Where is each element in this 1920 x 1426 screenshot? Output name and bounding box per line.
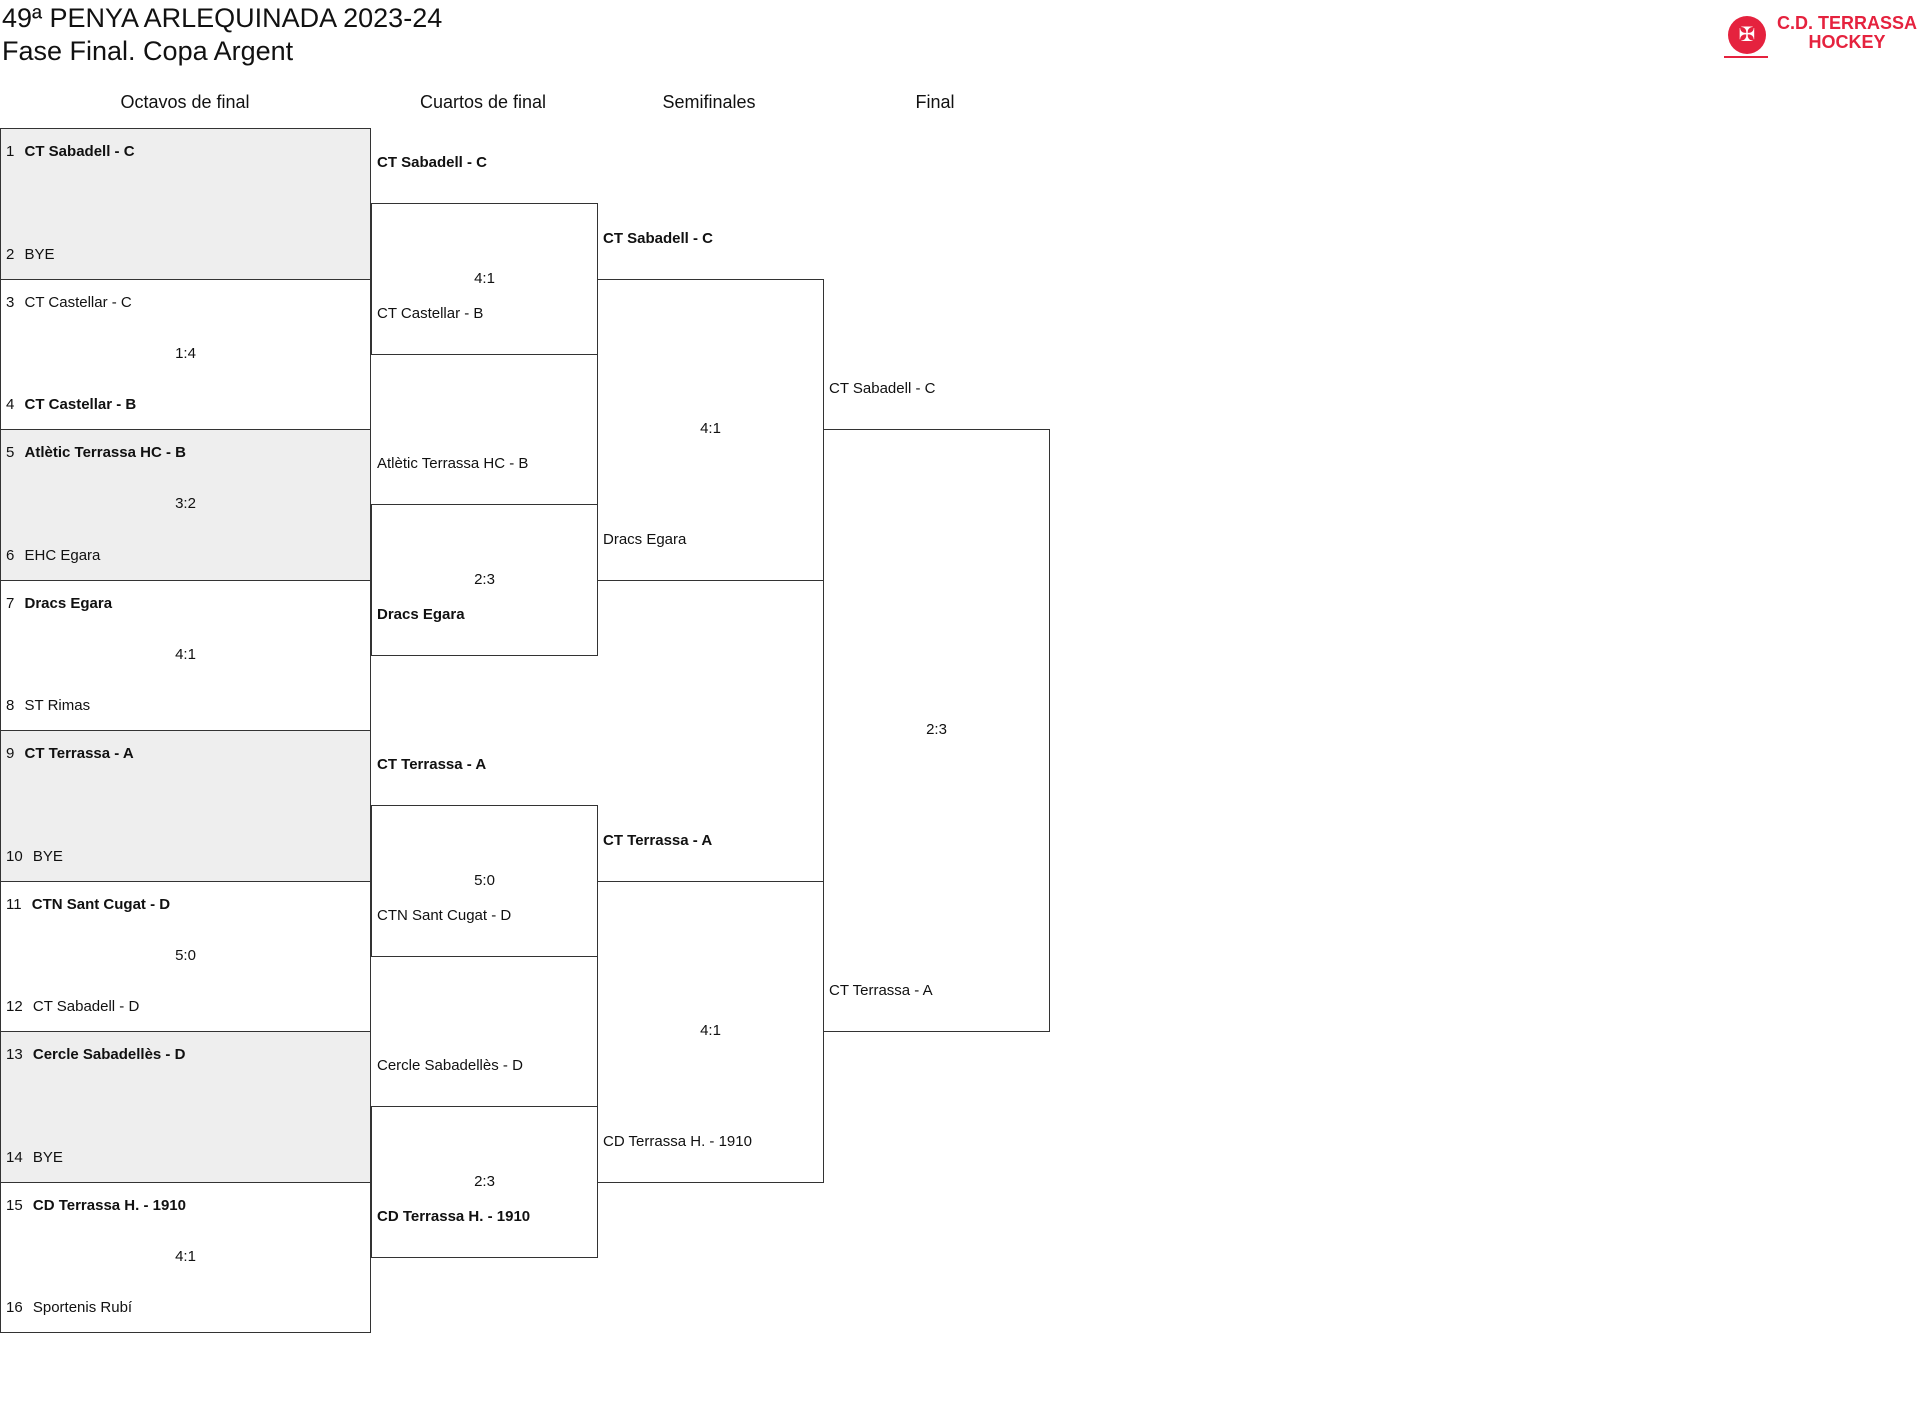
seed-number: 15 (6, 1196, 27, 1214)
sf-score: 4:1 (700, 420, 721, 437)
seed-number: 14 (6, 1148, 27, 1166)
seed-number: 5 (6, 444, 19, 461)
sf-team-top: CT Terrassa - A (603, 831, 713, 849)
qf-score: 2:3 (474, 1172, 495, 1190)
club-logo-line1: C.D. TERRASSA (1776, 13, 1917, 33)
team-name: CT Terrassa - A (24, 745, 134, 762)
final-score: 2:3 (926, 721, 947, 738)
qf-score: 4:1 (474, 269, 495, 287)
r16-team-top: 1 CT Sabadell - C (6, 142, 135, 162)
r16-score: 3:2 (175, 495, 196, 513)
r16-team-bottom: 6 EHC Egara (6, 546, 100, 566)
r16-team-bottom: 10 BYE (6, 847, 63, 867)
team-name: CT Sabadell - D (32, 998, 140, 1015)
club-logo-line2: HOCKEY (1808, 32, 1886, 52)
r16-score: 1:4 (175, 344, 196, 362)
r16-team-top: 3 CT Castellar - C (6, 293, 132, 313)
team-name: CT Sabadell - C (24, 143, 135, 160)
qf-team-bottom: Dracs Egara (377, 605, 465, 623)
r16-team-top: 11 CTN Sant Cugat - D (6, 895, 170, 915)
seed-number: 13 (6, 1046, 27, 1063)
team-name: BYE (24, 245, 55, 263)
r16-match-box (0, 429, 371, 581)
team-name: EHC Egara (24, 546, 101, 564)
qf-team-top: CT Sabadell - C (377, 154, 488, 172)
team-name: ST Rimas (24, 697, 91, 714)
round-header-final: Final (915, 92, 955, 112)
team-name: CD Terrassa H. - 1910 (32, 1196, 186, 1214)
seed-number: 4 (6, 396, 19, 413)
r16-score: 4:1 (175, 645, 196, 663)
page-title: 49ª PENYA ARLEQUINADA 2023-24 (2, 3, 443, 33)
sf-team-bottom: CD Terrassa H. - 1910 (603, 1132, 752, 1150)
qf-team-top: Cercle Sabadellès - D (377, 1057, 523, 1075)
r16-team-bottom: 2 BYE (6, 245, 55, 265)
qf-team-bottom: CD Terrassa H. - 1910 (377, 1207, 531, 1225)
r16-match-box (0, 1181, 371, 1333)
qf-team-top: CT Terrassa - A (377, 756, 487, 774)
final-team-bottom: CT Terrassa - A (829, 982, 933, 999)
r16-match-box (0, 128, 371, 280)
r16-team-top: 5 Atlètic Terrassa HC - B (6, 443, 186, 463)
team-name: BYE (32, 847, 63, 865)
qf-team-top: Atlètic Terrassa HC - B (377, 455, 529, 473)
team-name: CTN Sant Cugat - D (31, 895, 171, 913)
r16-match-box (0, 730, 371, 882)
r16-team-top: 13 Cercle Sabadellès - D (6, 1045, 185, 1065)
r16-team-bottom: 8 ST Rimas (6, 696, 90, 716)
seed-number: 3 (6, 293, 19, 311)
r16-team-bottom: 14 BYE (6, 1148, 63, 1168)
team-name: CT Castellar - C (24, 293, 132, 311)
r16-score: 4:1 (175, 1247, 196, 1265)
team-name: Cercle Sabadellès - D (32, 1046, 186, 1063)
sf-team-top: CT Sabadell - C (603, 229, 714, 247)
team-name: Sportenis Rubí (32, 1299, 133, 1316)
qf-team-bottom: CT Castellar - B (377, 304, 484, 322)
club-logo: ✠ C.D. TERRASSA HOCKEY (1724, 14, 1920, 58)
club-crest-icon: ✠ (1724, 16, 1768, 58)
sf-team-bottom: Dracs Egara (603, 530, 687, 548)
page-subtitle: Fase Final. Copa Argent (2, 36, 294, 66)
qf-score: 2:3 (474, 570, 495, 588)
seed-number: 6 (6, 546, 19, 564)
team-name: Dracs Egara (24, 594, 113, 612)
round-header-r16: Octavos de final (120, 92, 250, 112)
seed-number: 9 (6, 745, 19, 762)
final-match-box (823, 429, 1050, 1032)
final-team-top: CT Sabadell - C (829, 380, 936, 397)
qf-score: 5:0 (474, 871, 495, 889)
team-name: BYE (32, 1148, 63, 1166)
round-header-qf: Cuartos de final (419, 92, 547, 112)
r16-team-top: 7 Dracs Egara (6, 594, 112, 614)
club-logo-text: C.D. TERRASSA HOCKEY (1772, 14, 1920, 52)
qf-team-bottom: CTN Sant Cugat - D (377, 906, 512, 924)
r16-team-bottom: 16 Sportenis Rubí (6, 1298, 132, 1318)
seed-number: 10 (6, 847, 27, 865)
round-header-sf: Semifinales (662, 92, 756, 112)
seed-number: 8 (6, 697, 19, 714)
seed-number: 11 (6, 895, 26, 913)
r16-match-box (0, 1031, 371, 1183)
r16-team-bottom: 12 CT Sabadell - D (6, 997, 139, 1017)
r16-score: 5:0 (175, 946, 196, 964)
r16-team-bottom: 4 CT Castellar - B (6, 395, 136, 415)
seed-number: 12 (6, 998, 27, 1015)
team-name: Atlètic Terrassa HC - B (24, 444, 186, 461)
seed-number: 7 (6, 594, 19, 612)
r16-team-top: 15 CD Terrassa H. - 1910 (6, 1196, 186, 1216)
team-name: CT Castellar - B (24, 396, 137, 413)
seed-number: 2 (6, 245, 19, 263)
seed-number: 1 (6, 143, 19, 160)
seed-number: 16 (6, 1299, 27, 1316)
sf-score: 4:1 (700, 1022, 721, 1039)
r16-team-top: 9 CT Terrassa - A (6, 744, 134, 764)
